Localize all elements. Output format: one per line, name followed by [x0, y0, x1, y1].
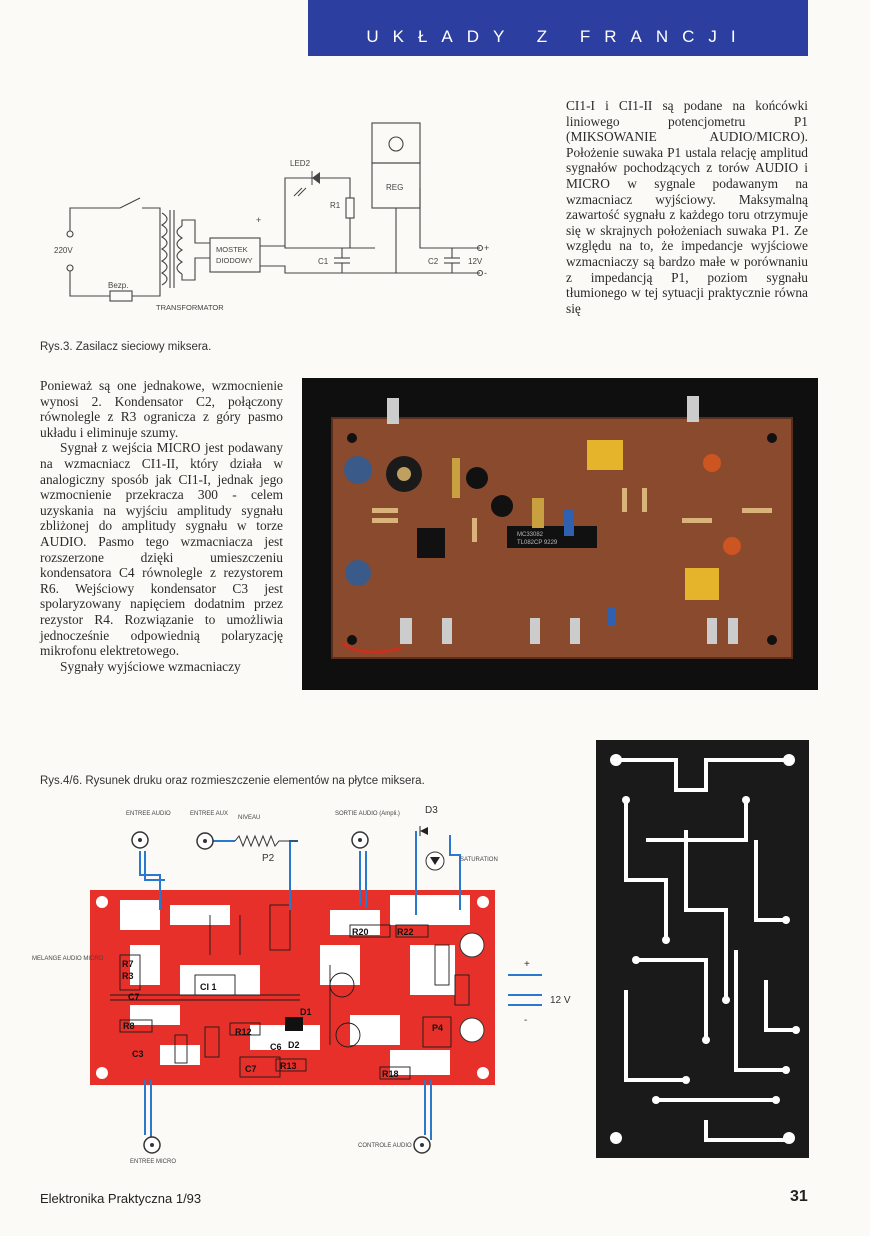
section-header: UKŁADY Z FRANCJI: [308, 0, 808, 56]
label-entree-aux: ENTREE AUX: [190, 811, 228, 817]
label-fuse: Bezp.: [108, 281, 128, 290]
label-12v: 12 V: [550, 995, 571, 1006]
schematic-caption: Rys.3. Zasilacz sieciowy miksera.: [40, 341, 212, 353]
label-sortie-audio: SORTIE AUDIO (Ampli.): [335, 811, 400, 817]
label-c1: C1: [318, 257, 329, 266]
label-r13: R13: [280, 1061, 297, 1071]
label-r3: R3: [122, 971, 134, 981]
label-out-plus: +: [484, 243, 489, 253]
label-r7: R7: [122, 959, 134, 969]
label-12v-plus: +: [524, 959, 530, 970]
label-ci1: CI 1: [200, 982, 217, 992]
label-plus: +: [256, 215, 261, 225]
footer-publication: Elektronika Praktyczna 1/93: [40, 1191, 202, 1206]
label-r12: R12: [235, 1027, 252, 1037]
layout-caption: Rys.4/6. Rysunek druku oraz rozmieszczen…: [40, 775, 425, 787]
label-c7b: C7: [245, 1064, 257, 1074]
ic-marking-2: TL082CP 9229: [517, 540, 558, 546]
paragraph: CI1-I i CI1-II są podane na końcówki lin…: [566, 98, 808, 316]
label-r1: R1: [330, 201, 341, 210]
label-led2: LED2: [290, 159, 311, 168]
paragraph: Sygnały wyjściowe wzmacniaczy: [60, 658, 241, 674]
label-c2: C2: [428, 257, 439, 266]
left-column-text: Ponieważ są one jednakowe, wzmocnienie w…: [40, 378, 283, 674]
label-controle-audio: CONTROLE AUDIO: [358, 1143, 412, 1149]
section-title: UKŁADY Z FRANCJI: [366, 27, 750, 46]
label-p4: P4: [432, 1023, 443, 1033]
label-d2: D2: [288, 1040, 300, 1050]
ic-marking-1: MC33082: [517, 532, 544, 538]
label-melange: MELANGE AUDIO MICRO: [32, 956, 104, 962]
label-niveau: NIVEAU: [238, 815, 260, 821]
paragraph: Sygnał z wejścia MICRO jest podawany na …: [40, 440, 283, 659]
label-r22: R22: [397, 927, 414, 937]
label-c6: C6: [270, 1042, 282, 1052]
label-r8: R8: [123, 1021, 135, 1031]
label-entree-audio: ENTREE AUDIO: [126, 811, 171, 817]
label-12v-minus: -: [524, 1015, 527, 1026]
label-r20: R20: [352, 927, 369, 937]
label-d3: D3: [425, 805, 438, 816]
pcb-photo: MC33082 TL082CP 9229: [302, 378, 818, 690]
page-number: 31: [790, 1188, 808, 1205]
label-saturation: SATURATION: [460, 857, 498, 863]
label-c3: C3: [132, 1049, 144, 1059]
label-out-minus: -: [484, 268, 487, 278]
right-column-text: CI1-I i CI1-II są podane na końcówki lin…: [566, 98, 808, 316]
pcb-trace-artwork: [596, 740, 809, 1158]
label-bridge-1: MOSTEK: [216, 245, 248, 254]
label-c7: C7: [128, 992, 140, 1002]
label-12v: 12V: [468, 257, 483, 266]
component-layout-diagram: R7 R3 C7 CI 1 R12 C7 R13 R20 R22 P4 R18 …: [32, 805, 571, 1165]
label-d1: D1: [300, 1007, 312, 1017]
label-reg: REG: [386, 183, 403, 192]
label-p2: P2: [262, 853, 275, 864]
label-bridge-2: DIODOWY: [216, 256, 253, 265]
ic-chip: [507, 526, 597, 548]
label-r18: R18: [382, 1069, 399, 1079]
label-220v: 220V: [54, 246, 73, 255]
label-transformer: TRANSFORMATOR: [156, 303, 224, 312]
paragraph: Ponieważ są one jednakowe, wzmocnienie w…: [40, 378, 283, 440]
label-entree-micro: ENTREE MICRO: [130, 1159, 176, 1165]
power-supply-schematic: LED2 REG R1 MOSTEK DIODOWY C1 C2 220V 12…: [54, 122, 489, 312]
